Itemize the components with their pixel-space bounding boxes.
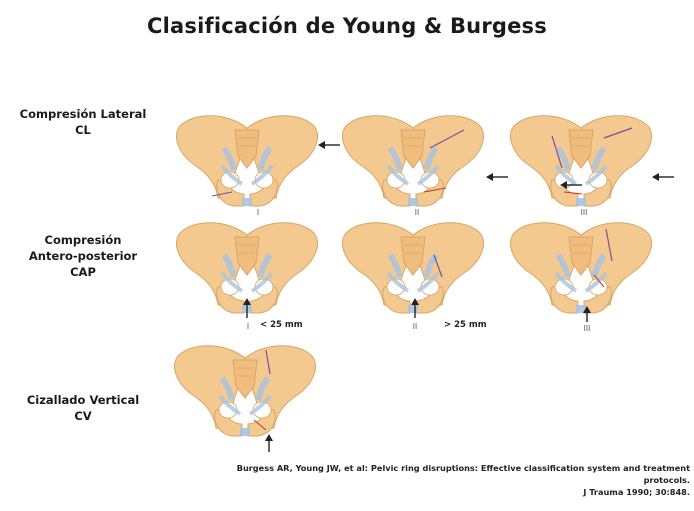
type-label-cap-2: II bbox=[403, 322, 427, 331]
pelvis-cv bbox=[170, 338, 320, 438]
arrow-left-icon bbox=[486, 172, 508, 182]
pelvis-cl-1 bbox=[172, 108, 322, 208]
type-label-cap-3: III bbox=[575, 324, 599, 333]
arrow-left-icon bbox=[652, 172, 674, 182]
citation-line-3: J Trauma 1990; 30:848. bbox=[237, 486, 690, 498]
type-label-cap-1: I bbox=[236, 322, 260, 331]
row-label-line: CL bbox=[8, 122, 158, 138]
arrow-up-icon bbox=[410, 298, 420, 318]
row-label-line: Compresión bbox=[8, 232, 158, 248]
measurement-gt-25mm: > 25 mm bbox=[444, 320, 487, 330]
row-label-line: Cizallado Vertical bbox=[8, 392, 158, 408]
page-title: Clasificación de Young & Burgess bbox=[0, 14, 694, 38]
pelvis-cl-2 bbox=[338, 108, 488, 208]
arrow-left-icon bbox=[318, 140, 340, 150]
citation-line-2: protocols. bbox=[237, 474, 690, 486]
arrow-up-icon bbox=[242, 298, 252, 318]
citation-line-1: Burgess AR, Young JW, et al: Pelvic ring… bbox=[237, 462, 690, 474]
arrow-up-icon bbox=[582, 306, 592, 322]
row-label-vertical-shear: Cizallado Vertical CV bbox=[8, 392, 158, 424]
row-label-line: Compresión Lateral bbox=[8, 106, 158, 122]
pelvis-cap-3 bbox=[506, 215, 656, 315]
arrow-left-icon bbox=[560, 180, 582, 190]
citation: Burgess AR, Young JW, et al: Pelvic ring… bbox=[237, 462, 690, 498]
row-label-lateral-compression: Compresión Lateral CL bbox=[8, 106, 158, 138]
measurement-lt-25mm: < 25 mm bbox=[260, 320, 303, 330]
pelvis-cl-3 bbox=[506, 108, 656, 208]
arrow-up-icon bbox=[264, 434, 274, 452]
row-label-line: Antero-posterior bbox=[8, 248, 158, 264]
row-label-line: CAP bbox=[8, 264, 158, 280]
row-label-line: CV bbox=[8, 408, 158, 424]
row-label-ap-compression: Compresión Antero-posterior CAP bbox=[8, 232, 158, 280]
